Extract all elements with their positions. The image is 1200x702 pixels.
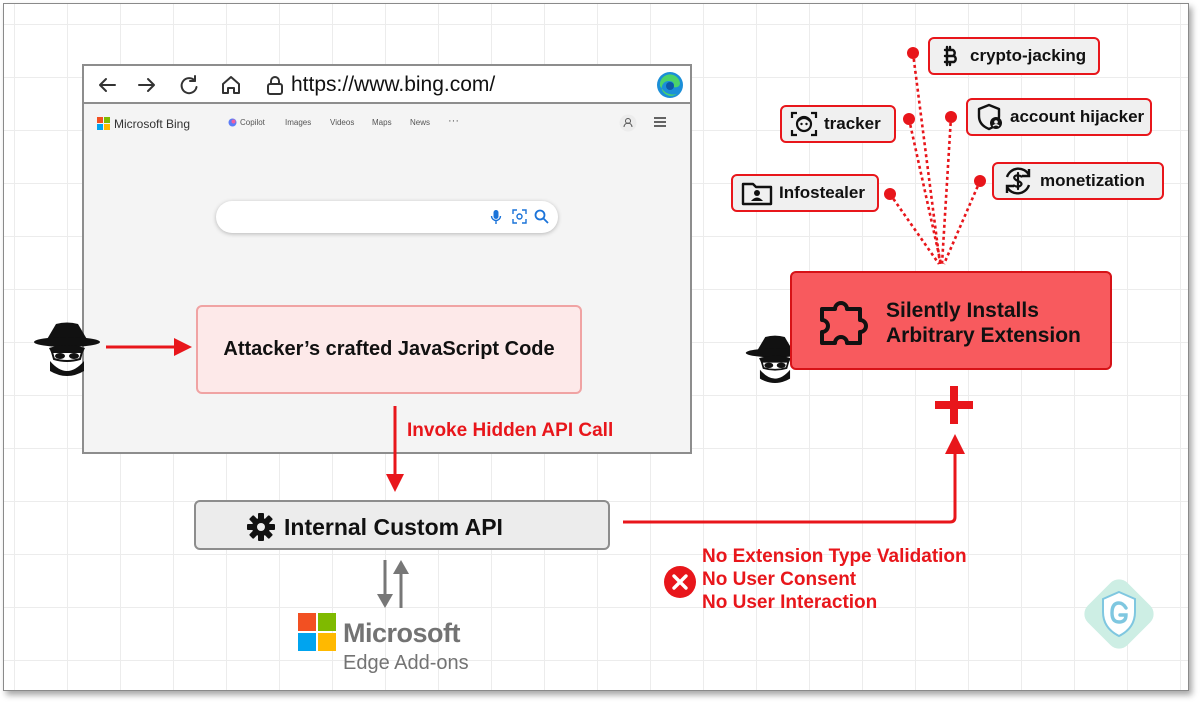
tag-infostealer: Infostealer	[731, 174, 879, 212]
tag-infostealer-label: Infostealer	[779, 183, 865, 202]
extension-line-1: Silently Installs	[886, 299, 1039, 322]
arrows-api-addons	[377, 560, 409, 608]
internal-api-box: Internal Custom API	[194, 500, 610, 550]
gear-icon	[247, 513, 275, 541]
microphone-icon[interactable]	[490, 209, 502, 225]
bing-link-copilot[interactable]: Copilot	[240, 118, 265, 127]
puzzle-icon	[820, 301, 868, 345]
x-circle-icon	[664, 566, 696, 598]
tag-crypto-jacking: crypto-jacking	[928, 37, 1100, 75]
bing-link-maps[interactable]: Maps	[372, 118, 392, 127]
bing-link-news[interactable]: News	[410, 118, 431, 127]
address-bar-url[interactable]: https://www.bing.com/	[291, 73, 496, 96]
internal-api-label: Internal Custom API	[284, 514, 503, 540]
bing-search-box[interactable]	[216, 201, 558, 233]
watermark-shield-icon	[1084, 579, 1154, 649]
reload-icon[interactable]	[178, 74, 200, 96]
search-icon[interactable]	[534, 209, 549, 224]
attacker-code-box: Attacker’s crafted JavaScript Code	[196, 305, 582, 394]
tag-account-hijacker-label: account hijacker	[1010, 107, 1145, 126]
visual-search-icon[interactable]	[512, 209, 527, 224]
hacker-icon-right	[745, 335, 805, 384]
bitcoin-icon	[943, 45, 957, 67]
note-no-user-interaction: No User Interaction	[702, 592, 878, 613]
hacker-icon	[34, 322, 100, 376]
hamburger-menu-icon[interactable]	[653, 116, 667, 128]
bing-brand: Microsoft Bing	[114, 117, 191, 131]
edge-logo-icon	[657, 72, 683, 98]
shield-user-icon	[977, 103, 1002, 131]
account-icon[interactable]	[619, 114, 637, 132]
plus-icon	[935, 386, 973, 424]
tag-crypto-jacking-label: crypto-jacking	[970, 46, 1087, 65]
browser-toolbar: https://www.bing.com/	[84, 66, 690, 104]
tag-monetization-label: monetization	[1040, 171, 1145, 190]
silent-install-box: Silently Installs Arbitrary Extension	[790, 271, 1112, 370]
tag-tracker-label: tracker	[824, 114, 881, 133]
home-icon[interactable]	[220, 74, 242, 96]
microsoft-wordmark: Microsoft	[343, 618, 461, 648]
tag-tracker: tracker	[780, 105, 896, 143]
dollar-sync-icon	[1005, 167, 1031, 195]
extension-line-2: Arbitrary Extension	[886, 324, 1081, 347]
bing-more-menu[interactable]: ···	[448, 115, 459, 127]
forward-arrow-icon[interactable]	[136, 74, 158, 96]
microsoft-logo-small-icon	[97, 117, 110, 130]
user-folder-icon	[741, 182, 773, 206]
malware-connector-lines	[888, 52, 982, 265]
copilot-icon	[228, 118, 237, 127]
lock-icon	[267, 76, 283, 95]
browser-window: https://www.bing.com/ Microsoft Bing Cop…	[82, 64, 692, 454]
tag-monetization: monetization	[992, 162, 1164, 200]
back-arrow-icon[interactable]	[96, 74, 118, 96]
microsoft-logo-icon	[298, 613, 336, 651]
note-no-type-validation: No Extension Type Validation	[702, 546, 967, 567]
note-no-user-consent: No User Consent	[702, 569, 857, 590]
bing-link-videos[interactable]: Videos	[330, 118, 355, 127]
tag-account-hijacker: account hijacker	[966, 98, 1152, 136]
face-scan-icon	[790, 111, 818, 137]
bing-header: Microsoft Bing Copilot Images Videos Map…	[84, 104, 690, 140]
bing-link-images[interactable]: Images	[285, 118, 312, 127]
edge-addons-label: Edge Add-ons	[343, 652, 469, 674]
diagram-canvas: https://www.bing.com/ Microsoft Bing Cop…	[3, 3, 1189, 691]
invoke-hidden-api-label: Invoke Hidden API Call	[407, 420, 614, 441]
